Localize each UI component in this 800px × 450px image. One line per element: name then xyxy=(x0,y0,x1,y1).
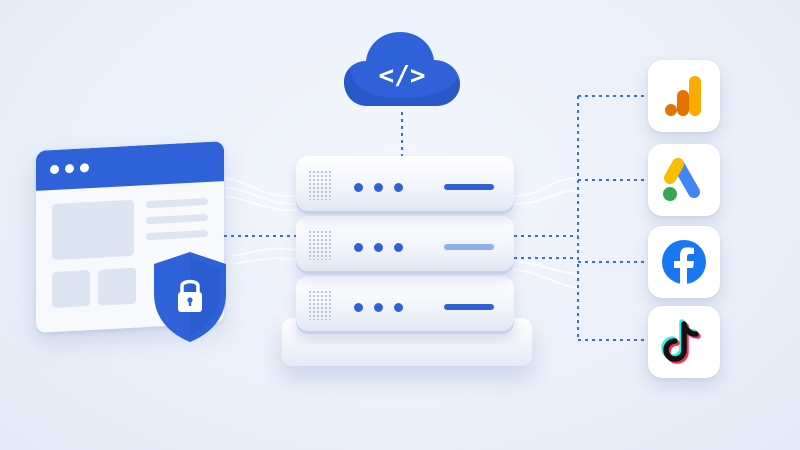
status-light xyxy=(394,303,403,312)
content-block xyxy=(98,267,136,306)
status-light xyxy=(354,303,363,312)
text-line xyxy=(146,229,208,241)
status-light xyxy=(374,243,383,252)
tiktok-logo-icon xyxy=(661,319,701,364)
status-light xyxy=(374,303,383,312)
analytics-bars-icon xyxy=(665,76,701,116)
padlock-shield-icon xyxy=(154,252,226,342)
facebook-tile[interactable] xyxy=(648,226,720,298)
status-light xyxy=(354,183,363,192)
ads-tile[interactable] xyxy=(648,144,720,216)
status-light xyxy=(374,183,383,192)
data-flow-waves-right xyxy=(513,177,579,289)
status-light xyxy=(394,243,403,252)
code-glyph: </> xyxy=(379,61,426,91)
ads-logo-icon xyxy=(663,158,700,201)
analytics-tile[interactable] xyxy=(648,60,720,132)
text-line xyxy=(146,213,208,225)
window-dot xyxy=(65,163,74,174)
browser-title-bar xyxy=(36,141,224,191)
vent-grille xyxy=(308,290,332,320)
code-cloud-icon: </> xyxy=(344,32,460,106)
drive-slot xyxy=(444,184,494,190)
drive-slot xyxy=(444,244,494,250)
status-light xyxy=(394,183,403,192)
server-unit xyxy=(296,276,514,334)
content-block xyxy=(52,270,90,309)
status-light xyxy=(354,243,363,252)
tiktok-tile[interactable] xyxy=(648,306,720,378)
vent-grille xyxy=(308,230,332,260)
drive-slot xyxy=(444,304,494,310)
dashed-connectors xyxy=(224,95,648,341)
window-dot xyxy=(80,163,89,173)
server-unit xyxy=(296,216,514,274)
content-block xyxy=(52,199,134,261)
facebook-logo-icon xyxy=(662,240,706,284)
vent-grille xyxy=(308,170,332,200)
server-unit xyxy=(296,156,514,214)
text-line xyxy=(146,197,208,209)
data-flow-waves-left xyxy=(225,177,297,265)
window-dot xyxy=(50,164,59,175)
